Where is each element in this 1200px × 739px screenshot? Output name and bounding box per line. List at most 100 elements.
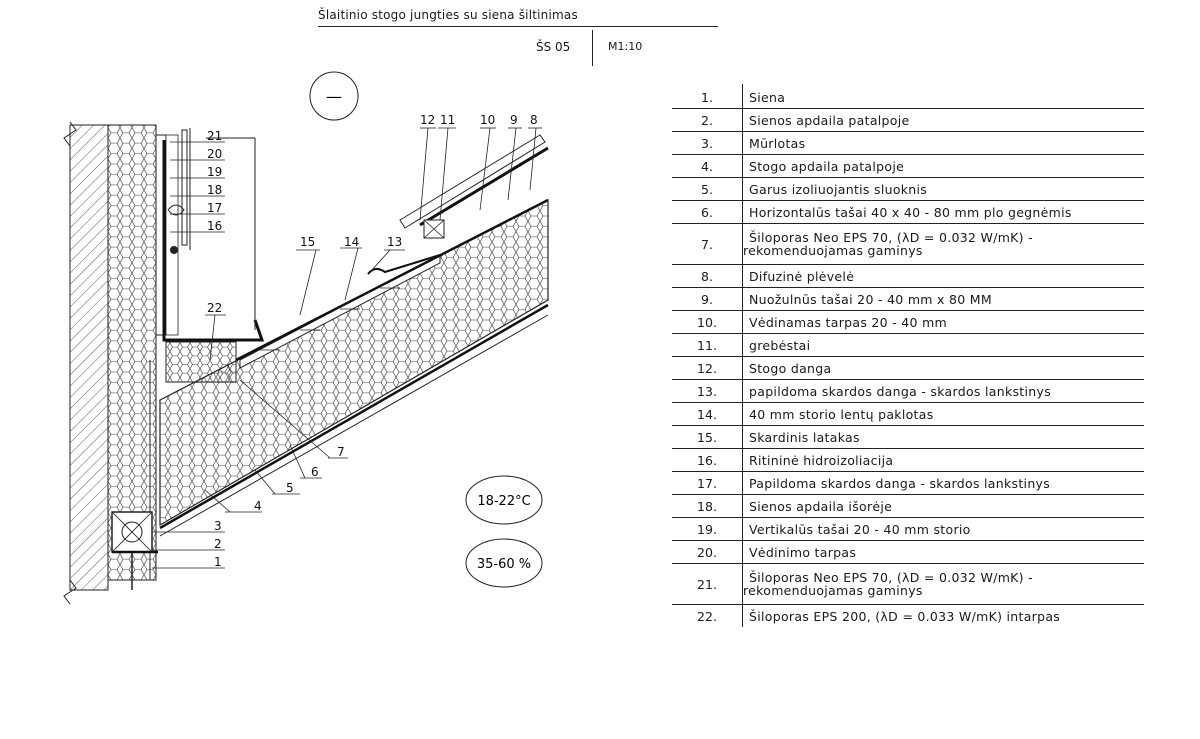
legend-number: 16.: [672, 448, 743, 472]
callout-7: 7: [337, 445, 345, 459]
legend-number: 22.: [672, 604, 743, 627]
wall: [63, 121, 109, 605]
legend-row: 11.grebėstai: [672, 333, 1144, 357]
legend-row: 16.Ritininė hidroizoliacija: [672, 448, 1144, 472]
callout-21: 21: [207, 129, 222, 143]
legend-text: Garus izoliuojantis sluoknis: [742, 177, 1144, 201]
legend-row: 8.Difuzinė plėvelė: [672, 264, 1144, 288]
legend-text: Difuzinė plėvelė: [742, 264, 1144, 288]
legend-row: 9.Nuožulnūs tašai 20 - 40 mm x 80 MM: [672, 287, 1144, 311]
callout-10: 10: [480, 113, 495, 127]
legend-number: 15.: [672, 425, 743, 449]
legend-row: 17.Papildoma skardos danga - skardos lan…: [672, 471, 1144, 495]
callout-15: 15: [300, 235, 315, 249]
legend-row: 19.Vertikalūs tašai 20 - 40 mm storio: [672, 517, 1144, 541]
callout-19: 19: [207, 165, 222, 179]
legend-number: 11.: [672, 333, 743, 357]
legend-number: 5.: [672, 177, 743, 201]
planking-cross-marks: [260, 287, 400, 351]
legend-text: Stogo danga: [742, 356, 1144, 380]
legend-text: grebėstai: [742, 333, 1144, 357]
legend-text: Šiloporas Neo EPS 70, (λD = 0.032 W/mK) …: [742, 223, 1144, 265]
callout-1: 1: [214, 555, 222, 569]
legend-row: 1.Siena: [672, 84, 1144, 109]
legend-number: 12.: [672, 356, 743, 380]
legend-text: Šiloporas Neo EPS 70, (λD = 0.032 W/mK) …: [742, 563, 1144, 605]
legend-text: Mūrlotas: [742, 131, 1144, 155]
legend-number: 2.: [672, 108, 743, 132]
legend-text: Skardinis latakas: [742, 425, 1144, 449]
legend-text: Sienos apdaila išorėje: [742, 494, 1144, 518]
callout-20: 20: [207, 147, 222, 161]
legend-text: Ritininė hidroizoliacija: [742, 448, 1144, 472]
legend-text-line1: Šiloporas Neo EPS 70, (λD = 0.032 W/mK) …: [749, 230, 1033, 245]
legend-number: 6.: [672, 200, 743, 224]
callout-4: 4: [254, 499, 262, 513]
section-drawing: — 18-22°C 35-60 % 21 20 19 18 17: [63, 71, 549, 605]
callout-14: 14: [344, 235, 359, 249]
legend-row: 7.Šiloporas Neo EPS 70, (λD = 0.032 W/mK…: [672, 223, 1144, 265]
legend-row: 6.Horizontalūs tašai 40 x 40 - 80 mm plo…: [672, 200, 1144, 224]
vapour-barrier: [159, 303, 549, 530]
legend-text-line2: rekomenduojamas gaminys: [743, 243, 923, 258]
callout-22: 22: [207, 301, 222, 315]
legend-row: 15.Skardinis latakas: [672, 425, 1144, 449]
humidity-badge: 35-60 %: [465, 538, 543, 588]
wall-finish-layers: [149, 128, 191, 580]
legend-text-line1: Šiloporas Neo EPS 70, (λD = 0.032 W/mK) …: [749, 570, 1033, 585]
callout-18: 18: [207, 183, 222, 197]
callout-17: 17: [207, 201, 222, 215]
legend-row: 22.Šiloporas EPS 200, (λD = 0.033 W/mK) …: [672, 604, 1144, 627]
callout-11: 11: [440, 113, 455, 127]
legend-row: 12.Stogo danga: [672, 356, 1144, 380]
callout-13: 13: [387, 235, 402, 249]
legend-number: 17.: [672, 471, 743, 495]
roof-covering: [399, 134, 549, 239]
legend-number: 13.: [672, 379, 743, 403]
legend-row: 5.Garus izoliuojantis sluoknis: [672, 177, 1144, 201]
legend-number: 9.: [672, 287, 743, 311]
drawing-code: ŠS 05: [536, 40, 571, 54]
title-underline: [318, 26, 718, 27]
legend-text: Siena: [742, 84, 1144, 109]
legend-number: 14.: [672, 402, 743, 426]
callout-9: 9: [510, 113, 518, 127]
legend-text: Vėdinamas tarpas 20 - 40 mm: [742, 310, 1144, 334]
callout-3: 3: [214, 519, 222, 533]
svg-text:18-22°C: 18-22°C: [477, 494, 530, 509]
title-separator: [592, 30, 593, 66]
ceiling-finish: [159, 314, 549, 537]
flashing: [367, 254, 441, 275]
drawing-title: Šlaitinio stogo jungties su siena šiltin…: [318, 8, 578, 22]
legend-text: Stogo apdaila patalpoje: [742, 154, 1144, 178]
legend-text-line2: rekomenduojamas gaminys: [743, 583, 923, 598]
section-marker: —: [309, 71, 359, 121]
diffusion-membrane: [235, 198, 549, 362]
drawing-scale: M1:10: [608, 40, 643, 53]
callout-labels: 21 20 19 18 17 16 22 3 2 1 4 5 6 7 15 14…: [207, 113, 538, 569]
legend-text: Vėdinimo tarpas: [742, 540, 1144, 564]
legend-row: 10.Vėdinamas tarpas 20 - 40 mm: [672, 310, 1144, 334]
callout-leaders: [152, 127, 542, 569]
legend-text: Vertikalūs tašai 20 - 40 mm storio: [742, 517, 1144, 541]
callout-12: 12: [420, 113, 435, 127]
legend-text: papildoma skardos danga - skardos lankst…: [742, 379, 1144, 403]
legend-number: 21.: [672, 563, 743, 605]
legend-text: Sienos apdaila patalpoje: [742, 108, 1144, 132]
legend-row: 14.40 mm storio lentų paklotas: [672, 402, 1144, 426]
legend-number: 18.: [672, 494, 743, 518]
wall-plate: [111, 511, 158, 590]
svg-text:35-60 %: 35-60 %: [477, 557, 531, 572]
callout-6: 6: [311, 465, 319, 479]
legend-text: Papildoma skardos danga - skardos lankst…: [742, 471, 1144, 495]
legend-number: 4.: [672, 154, 743, 178]
legend-number: 10.: [672, 310, 743, 334]
callout-5: 5: [286, 481, 294, 495]
legend-row: 3.Mūrlotas: [672, 131, 1144, 155]
callout-16: 16: [207, 219, 222, 233]
legend-number: 8.: [672, 264, 743, 288]
gutter: [162, 140, 265, 342]
temperature-badge: 18-22°C: [465, 475, 543, 525]
legend-row: 2.Sienos apdaila patalpoje: [672, 108, 1144, 132]
